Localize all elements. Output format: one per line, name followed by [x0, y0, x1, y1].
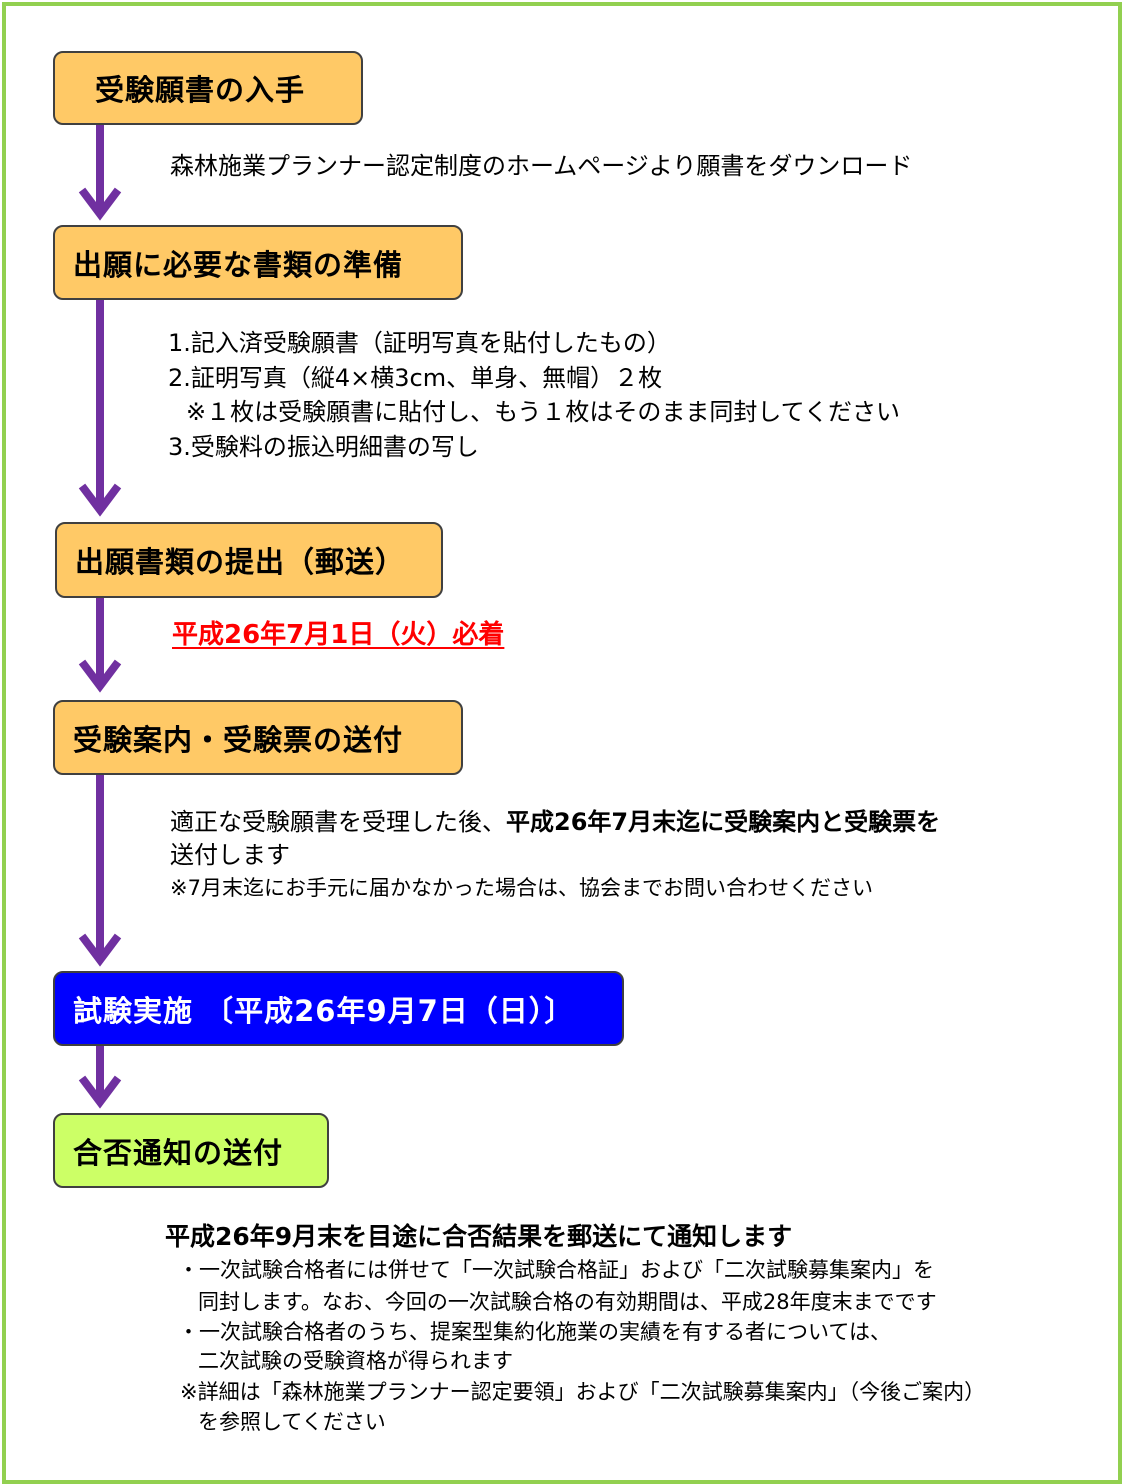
step-label: 受験願書の入手 — [95, 73, 306, 107]
result-note-line-5: ※詳細は「森林施業プランナー認定要領」および「二次試験募集案内」（今後ご案内） — [180, 1380, 986, 1404]
note-text-bold: 平成26年7月末迄に受験案内と受験票を — [506, 808, 941, 836]
arrow-4 — [78, 774, 122, 967]
result-note-line-4: 二次試験の受験資格が得られます — [198, 1349, 513, 1373]
step-label: 受験案内・受験票の送付 — [73, 722, 404, 757]
note-exam-ticket-line1: 適正な受験願書を受理した後、平成26年7月末迄に受験案内と受験票を — [170, 808, 940, 837]
note-download: 森林施業プランナー認定制度のホームページより願書をダウンロード — [170, 152, 913, 180]
doc-item-2: 2.証明写真（縦4×横3cm、単身、無帽）２枚 — [168, 364, 663, 392]
step-label: 出願書類の提出（郵送） — [75, 545, 406, 579]
step-label: 試験実施 〔平成26年9月7日（日）〕 — [73, 993, 575, 1028]
step-obtain-application: 受験願書の入手 — [53, 51, 363, 125]
doc-item-1: 1.記入済受験願書（証明写真を貼付したもの） — [168, 329, 671, 357]
result-notice-title: 平成26年9月末を目途に合否結果を郵送にて通知します — [165, 1222, 793, 1251]
note-exam-ticket-caution: ※7月末迄にお手元に届かなかった場合は、協会までお問い合わせください — [170, 876, 873, 900]
flow-arrows — [78, 124, 122, 1109]
result-note-line-6: を参照してください — [198, 1410, 386, 1434]
arrow-3 — [78, 596, 122, 693]
step-label: 出願に必要な書類の準備 — [73, 247, 404, 282]
result-note-line-2: 同封します。なお、今回の一次試験合格の有効期間は、平成28年度末までです — [198, 1290, 937, 1314]
step-exam-day: 試験実施 〔平成26年9月7日（日）〕 — [53, 971, 624, 1046]
arrow-1 — [78, 124, 122, 221]
result-note-line-1: ・一次試験合格者には併せて「一次試験合格証」および「二次試験募集案内」を — [178, 1258, 934, 1282]
arrow-2 — [78, 298, 122, 517]
doc-item-3: 3.受験料の振込明細書の写し — [168, 433, 479, 461]
note-text-regular: 適正な受験願書を受理した後、 — [170, 808, 506, 836]
step-send-exam-ticket: 受験案内・受験票の送付 — [53, 700, 463, 775]
note-exam-ticket-line2: 送付します — [170, 841, 290, 869]
step-prepare-documents: 出願に必要な書類の準備 — [53, 225, 463, 300]
deadline-text: 平成26年7月1日（火）必着 — [172, 620, 505, 650]
step-submit-documents: 出願書類の提出（郵送） — [55, 522, 443, 598]
result-note-line-3: ・一次試験合格者のうち、提案型集約化施業の実績を有する者については、 — [178, 1320, 891, 1344]
arrow-5 — [78, 1046, 122, 1109]
step-result-notice: 合否通知の送付 — [53, 1113, 329, 1188]
doc-item-2-note: ※１枚は受験願書に貼付し、もう１枚はそのまま同封してください — [186, 398, 900, 426]
step-label: 合否通知の送付 — [73, 1135, 284, 1170]
